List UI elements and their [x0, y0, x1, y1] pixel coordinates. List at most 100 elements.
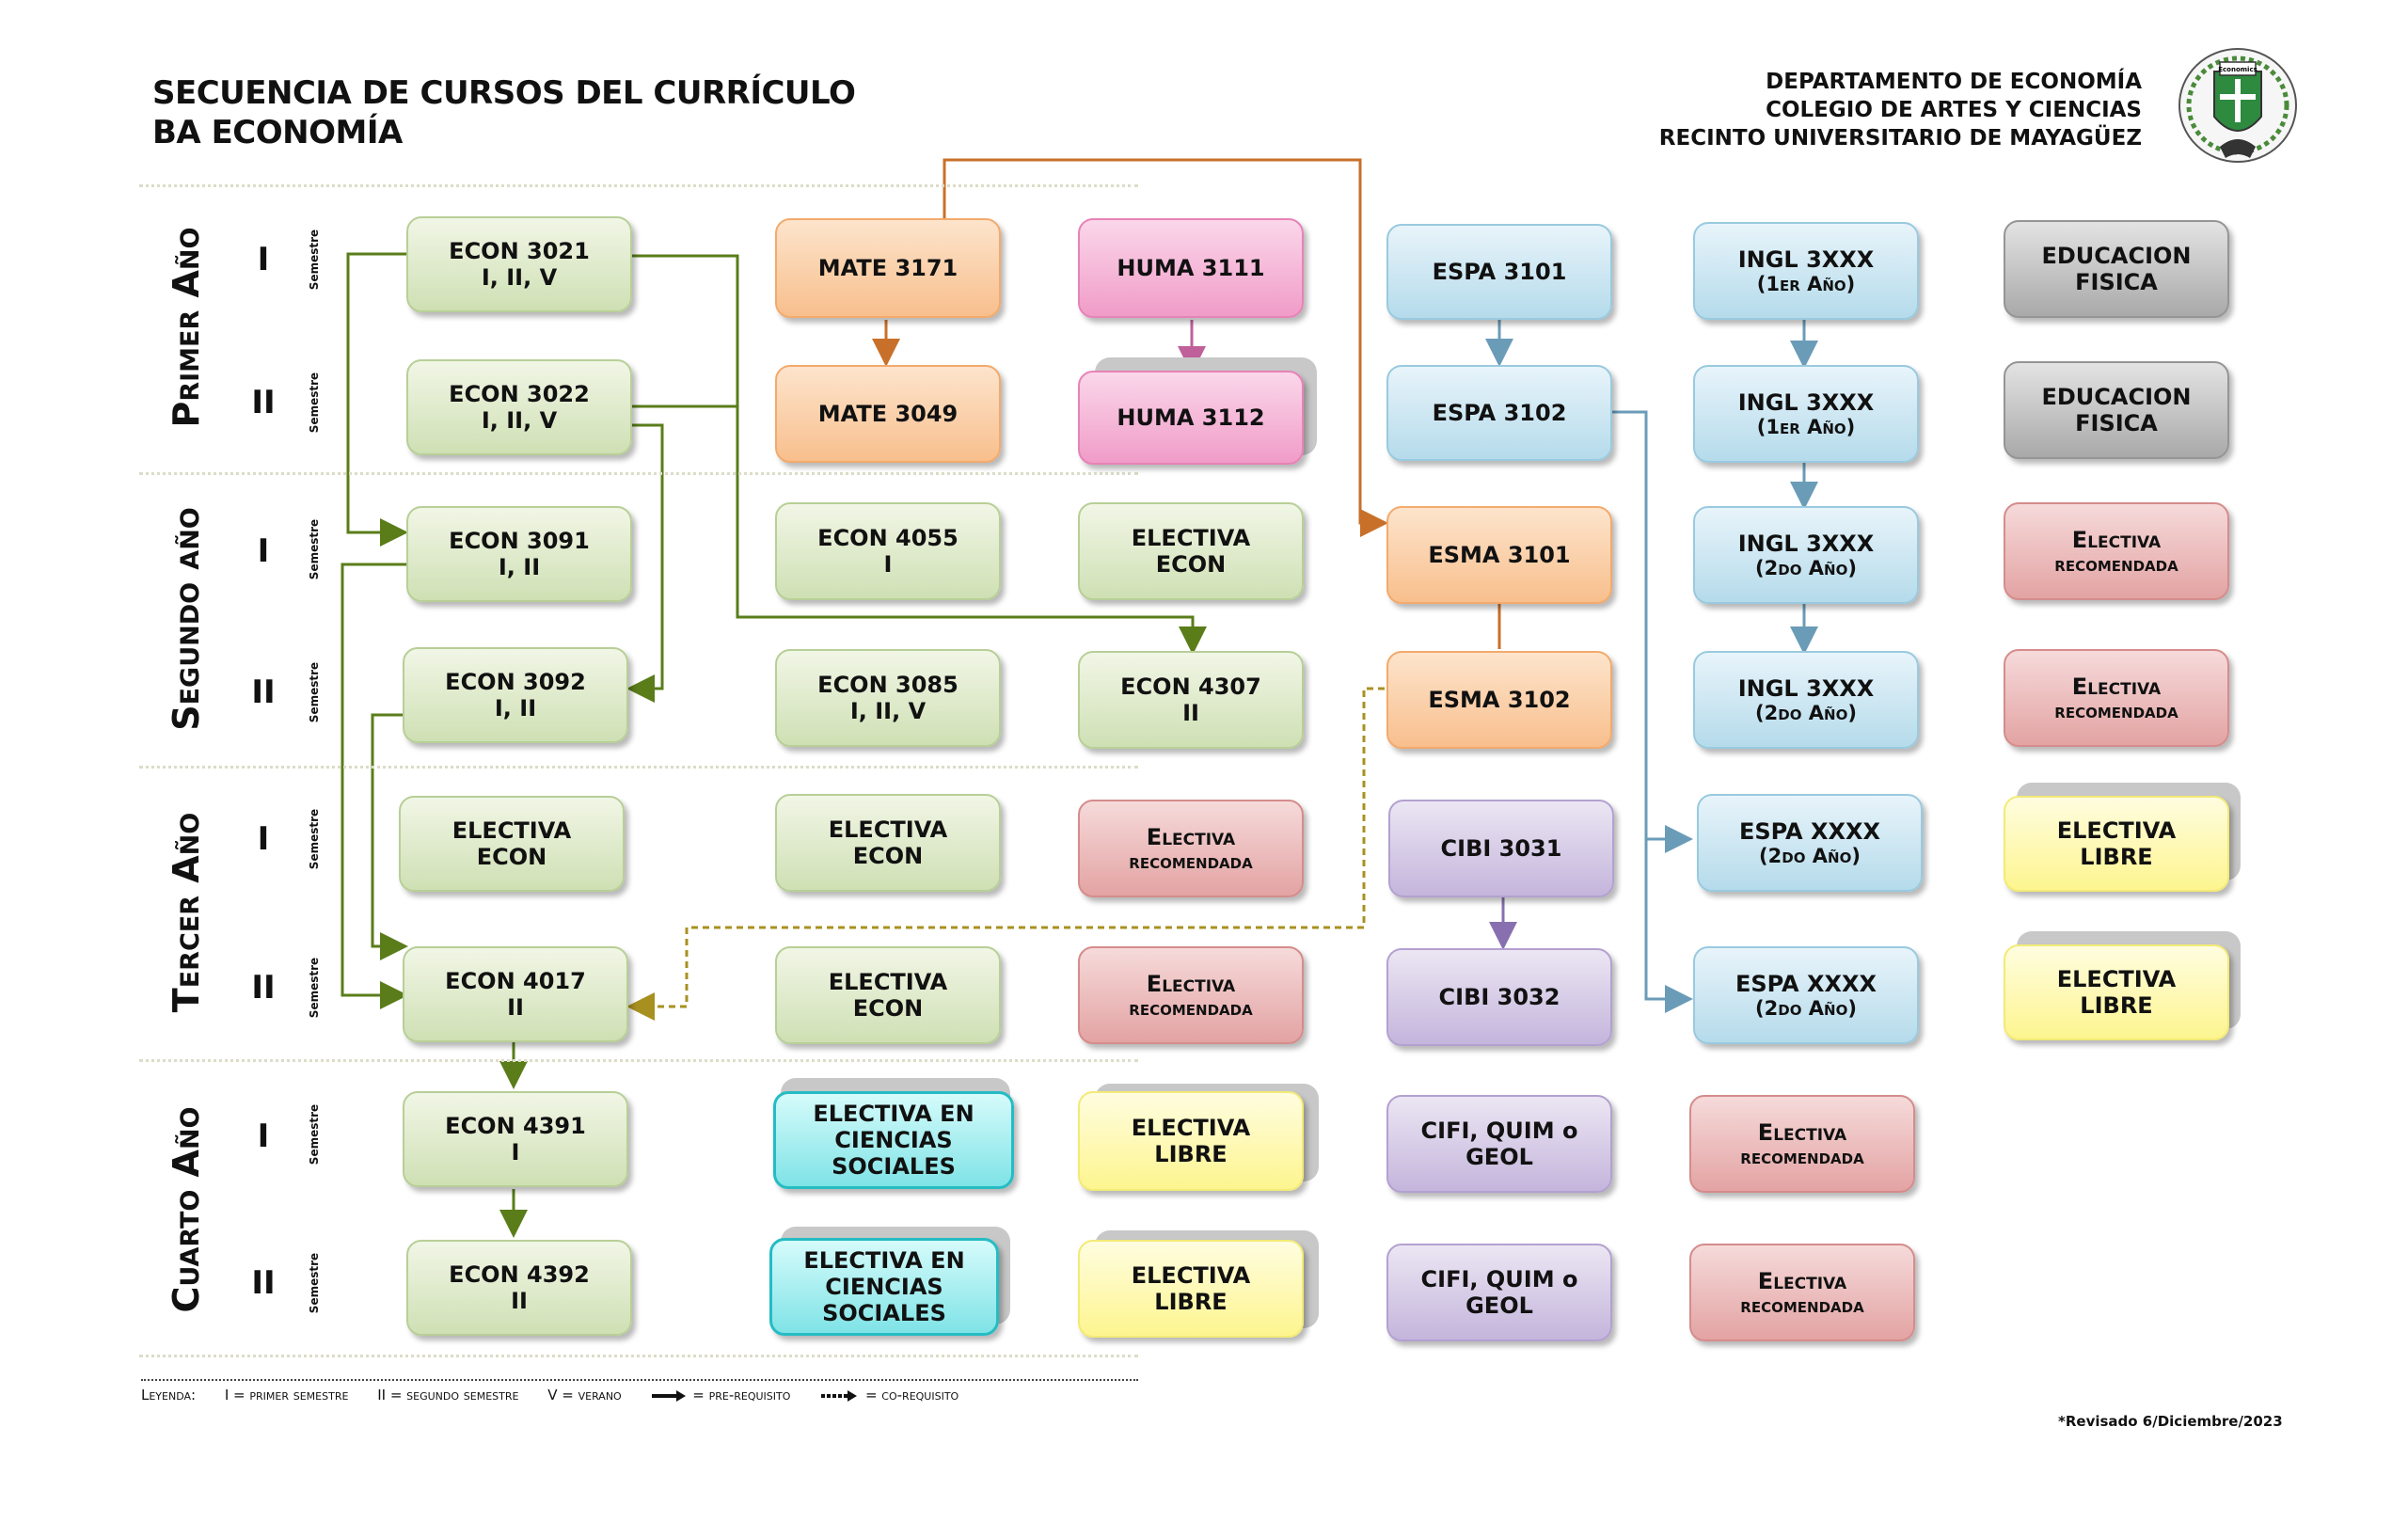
course-electiva-libre[interactable]: ELECTIVA LIBRE	[1078, 1240, 1304, 1338]
course-electiva-libre[interactable]: ELECTIVA LIBRE	[1078, 1091, 1304, 1191]
course-electiva-ciencias-sociales[interactable]: ELECTIVA EN CIENCIAS SOCIALES	[773, 1091, 1014, 1189]
course-line: LIBRE	[2080, 844, 2153, 870]
course-line: recomendada	[1129, 997, 1253, 1020]
course-cifi-quim-geol[interactable]: CIFI, QUIM o GEOL	[1386, 1095, 1612, 1193]
arrow-3021-to-3091	[346, 252, 408, 547]
course-cibi-3031[interactable]: CIBI 3031	[1388, 800, 1614, 897]
course-ingl-3xxx[interactable]: INGL 3XXX (1er Año)	[1693, 222, 1919, 320]
course-offered: ECON	[1155, 551, 1227, 578]
year-separator	[139, 1355, 1138, 1357]
course-econ-3091[interactable]: ECON 3091 I, II	[406, 506, 632, 602]
course-huma-3111[interactable]: HUMA 3111	[1078, 218, 1304, 318]
course-line: LIBRE	[1154, 1141, 1228, 1167]
course-line: recomendada	[1129, 850, 1253, 873]
course-offered: ECON	[476, 844, 547, 870]
course-electiva-recomendada[interactable]: Electiva recomendada	[1078, 946, 1304, 1044]
course-electiva-recomendada[interactable]: Electiva recomendada	[1689, 1244, 1915, 1341]
page-title: SECUENCIA DE CURSOS DEL CURRÍCULO BA ECO…	[152, 73, 856, 152]
course-code: ESMA 3102	[1428, 687, 1571, 713]
dept-line-1: DEPARTAMENTO DE ECONOMÍA	[1766, 70, 2142, 94]
course-esma-3102[interactable]: ESMA 3102	[1386, 651, 1612, 749]
course-code: ECON 3022	[449, 381, 590, 407]
course-line: Electiva	[1757, 1268, 1847, 1294]
year-label-1: Primer Año	[166, 227, 207, 428]
course-line: Electiva	[1757, 1119, 1847, 1146]
course-espa-xxxx[interactable]: ESPA XXXX (2do Año)	[1693, 946, 1919, 1044]
course-econ-4391[interactable]: ECON 4391 I	[403, 1091, 628, 1187]
course-electiva-econ[interactable]: ELECTIVA ECON	[775, 794, 1001, 892]
course-econ-3092[interactable]: ECON 3092 I, II	[403, 647, 628, 743]
course-line: Electiva	[2071, 527, 2162, 553]
course-offered: I, II, V	[481, 407, 558, 434]
course-year: (2do Año)	[1759, 845, 1861, 867]
course-ingl-3xxx[interactable]: INGL 3XXX (2do Año)	[1693, 651, 1919, 749]
legend-prereq: = pre-requisito	[692, 1387, 791, 1403]
legend-semester-1: I = primer semestre	[224, 1387, 349, 1403]
course-code: ESPA XXXX	[1735, 971, 1877, 997]
course-line: LIBRE	[2080, 992, 2153, 1019]
year-label-4: Cuarto Año	[166, 1106, 207, 1313]
course-offered: ECON	[852, 843, 924, 869]
course-line: GEOL	[1465, 1292, 1533, 1319]
course-offered: I	[511, 1139, 520, 1165]
course-electiva-recomendada[interactable]: Electiva recomendada	[2004, 649, 2229, 747]
semester-label: II	[251, 1264, 276, 1302]
course-educacion-fisica[interactable]: EDUCACION FISICA	[2004, 361, 2229, 459]
course-econ-4392[interactable]: ECON 4392 II	[406, 1240, 632, 1336]
course-mate-3171[interactable]: MATE 3171	[775, 218, 1001, 318]
course-code: MATE 3171	[817, 255, 958, 281]
course-line: LIBRE	[1154, 1289, 1228, 1315]
course-econ-3022[interactable]: ECON 3022 I, II, V	[406, 359, 632, 455]
course-offered: ECON	[852, 995, 924, 1022]
course-ingl-3xxx[interactable]: INGL 3XXX (2do Año)	[1693, 506, 1919, 604]
semester-word: Semestre	[308, 957, 321, 1019]
course-mate-3049[interactable]: MATE 3049	[775, 365, 1001, 463]
course-year: (1er Año)	[1756, 416, 1856, 438]
course-offered: I, II, V	[481, 264, 558, 291]
arrow-mate3171-to-esma3101	[943, 158, 1388, 537]
title-line-2: BA ECONOMÍA	[152, 114, 403, 151]
course-econ-3021[interactable]: ECON 3021 I, II, V	[406, 216, 632, 312]
course-econ-4055[interactable]: ECON 4055 I	[775, 502, 1001, 600]
legend-coreq: = co-requisito	[864, 1387, 959, 1403]
course-espa-xxxx[interactable]: ESPA XXXX (2do Año)	[1697, 794, 1923, 892]
course-espa-3102[interactable]: ESPA 3102	[1386, 365, 1612, 461]
course-econ-4307[interactable]: ECON 4307 II	[1078, 651, 1304, 749]
semester-label: I	[257, 241, 270, 278]
course-electiva-econ[interactable]: ELECTIVA ECON	[399, 796, 625, 892]
course-esma-3101[interactable]: ESMA 3101	[1386, 506, 1612, 604]
course-code: ECON 3085	[817, 672, 958, 698]
course-electiva-recomendada[interactable]: Electiva recomendada	[2004, 502, 2229, 600]
course-code: ESMA 3101	[1428, 542, 1571, 568]
course-electiva-ciencias-sociales[interactable]: ELECTIVA EN CIENCIAS SOCIALES	[769, 1238, 999, 1336]
course-code: ECON 3021	[449, 238, 590, 264]
course-espa-3101[interactable]: ESPA 3101	[1386, 224, 1612, 320]
course-electiva-libre[interactable]: ELECTIVA LIBRE	[2004, 796, 2229, 892]
corequisite-arrow-icon	[821, 1389, 858, 1402]
course-year: (1er Año)	[1756, 273, 1856, 295]
course-offered: II	[1182, 700, 1199, 726]
course-offered: I, II	[494, 695, 537, 721]
course-electiva-econ[interactable]: ELECTIVA ECON	[1078, 502, 1304, 600]
course-ingl-3xxx[interactable]: INGL 3XXX (1er Año)	[1693, 365, 1919, 463]
course-econ-3085[interactable]: ECON 3085 I, II, V	[775, 649, 1001, 747]
course-huma-3112[interactable]: HUMA 3112	[1078, 371, 1304, 465]
course-line: Electiva	[2071, 674, 2162, 700]
course-educacion-fisica[interactable]: EDUCACION FISICA	[2004, 220, 2229, 318]
course-code: ELECTIVA	[828, 969, 948, 995]
course-offered: I, II, V	[849, 698, 927, 724]
arrow-3091-to-4017	[341, 563, 408, 1009]
course-electiva-libre[interactable]: ELECTIVA LIBRE	[2004, 944, 2229, 1040]
course-cibi-3032[interactable]: CIBI 3032	[1386, 948, 1612, 1046]
semester-word: Semestre	[308, 1103, 321, 1165]
course-electiva-econ[interactable]: ELECTIVA ECON	[775, 946, 1001, 1044]
course-code: ECON 4391	[445, 1113, 586, 1139]
course-code: CIBI 3031	[1440, 835, 1562, 862]
course-electiva-recomendada[interactable]: Electiva recomendada	[1078, 800, 1304, 897]
course-electiva-recomendada[interactable]: Electiva recomendada	[1689, 1095, 1915, 1193]
semester-label: II	[251, 969, 276, 1007]
course-econ-4017[interactable]: ECON 4017 II	[403, 946, 628, 1042]
department-seal-logo: Economics	[2178, 48, 2297, 163]
semester-word: Semestre	[308, 808, 321, 870]
course-cifi-quim-geol[interactable]: CIFI, QUIM o GEOL	[1386, 1244, 1612, 1341]
